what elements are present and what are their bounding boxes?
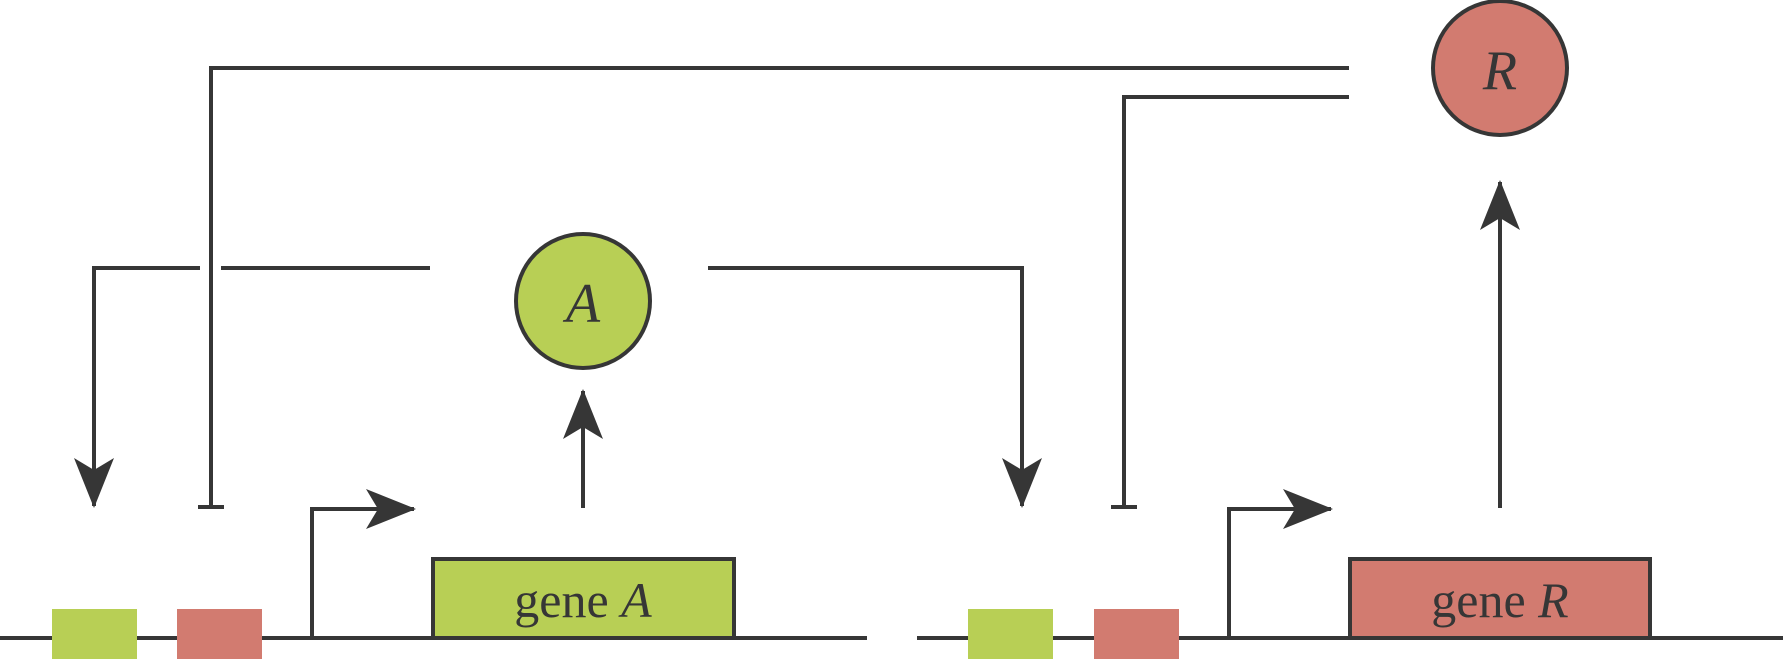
svg-text:gene A: gene A: [514, 572, 652, 628]
gene-r-name: R: [1537, 572, 1569, 628]
gene-a-prefix: gene: [514, 572, 621, 628]
activator-binding-site: [968, 609, 1053, 659]
repressor-binding-site: [177, 609, 262, 659]
gene-a-box: gene A: [431, 557, 736, 640]
promoter-a-arrow: [310, 489, 416, 638]
repressor-binding-site: [1094, 609, 1179, 659]
protein-a-node: A: [514, 232, 652, 370]
r-self-repression-line: [1122, 95, 1349, 507]
svg-text:gene R: gene R: [1431, 572, 1568, 628]
protein-r-node: R: [1431, 0, 1569, 137]
promoter-r-arrow: [1227, 489, 1333, 638]
r-to-gene-a-repression-line: [209, 66, 1349, 507]
a-self-activation-line: [74, 266, 200, 508]
protein-a-label: A: [562, 273, 601, 335]
a-to-gene-r-activation-line: [708, 266, 1042, 508]
protein-r-label: R: [1482, 40, 1517, 102]
gene-r-prefix: gene: [1431, 572, 1538, 628]
gene-r-box: gene R: [1348, 557, 1652, 640]
gene-a-name: A: [618, 572, 652, 628]
activator-binding-site: [52, 609, 137, 659]
